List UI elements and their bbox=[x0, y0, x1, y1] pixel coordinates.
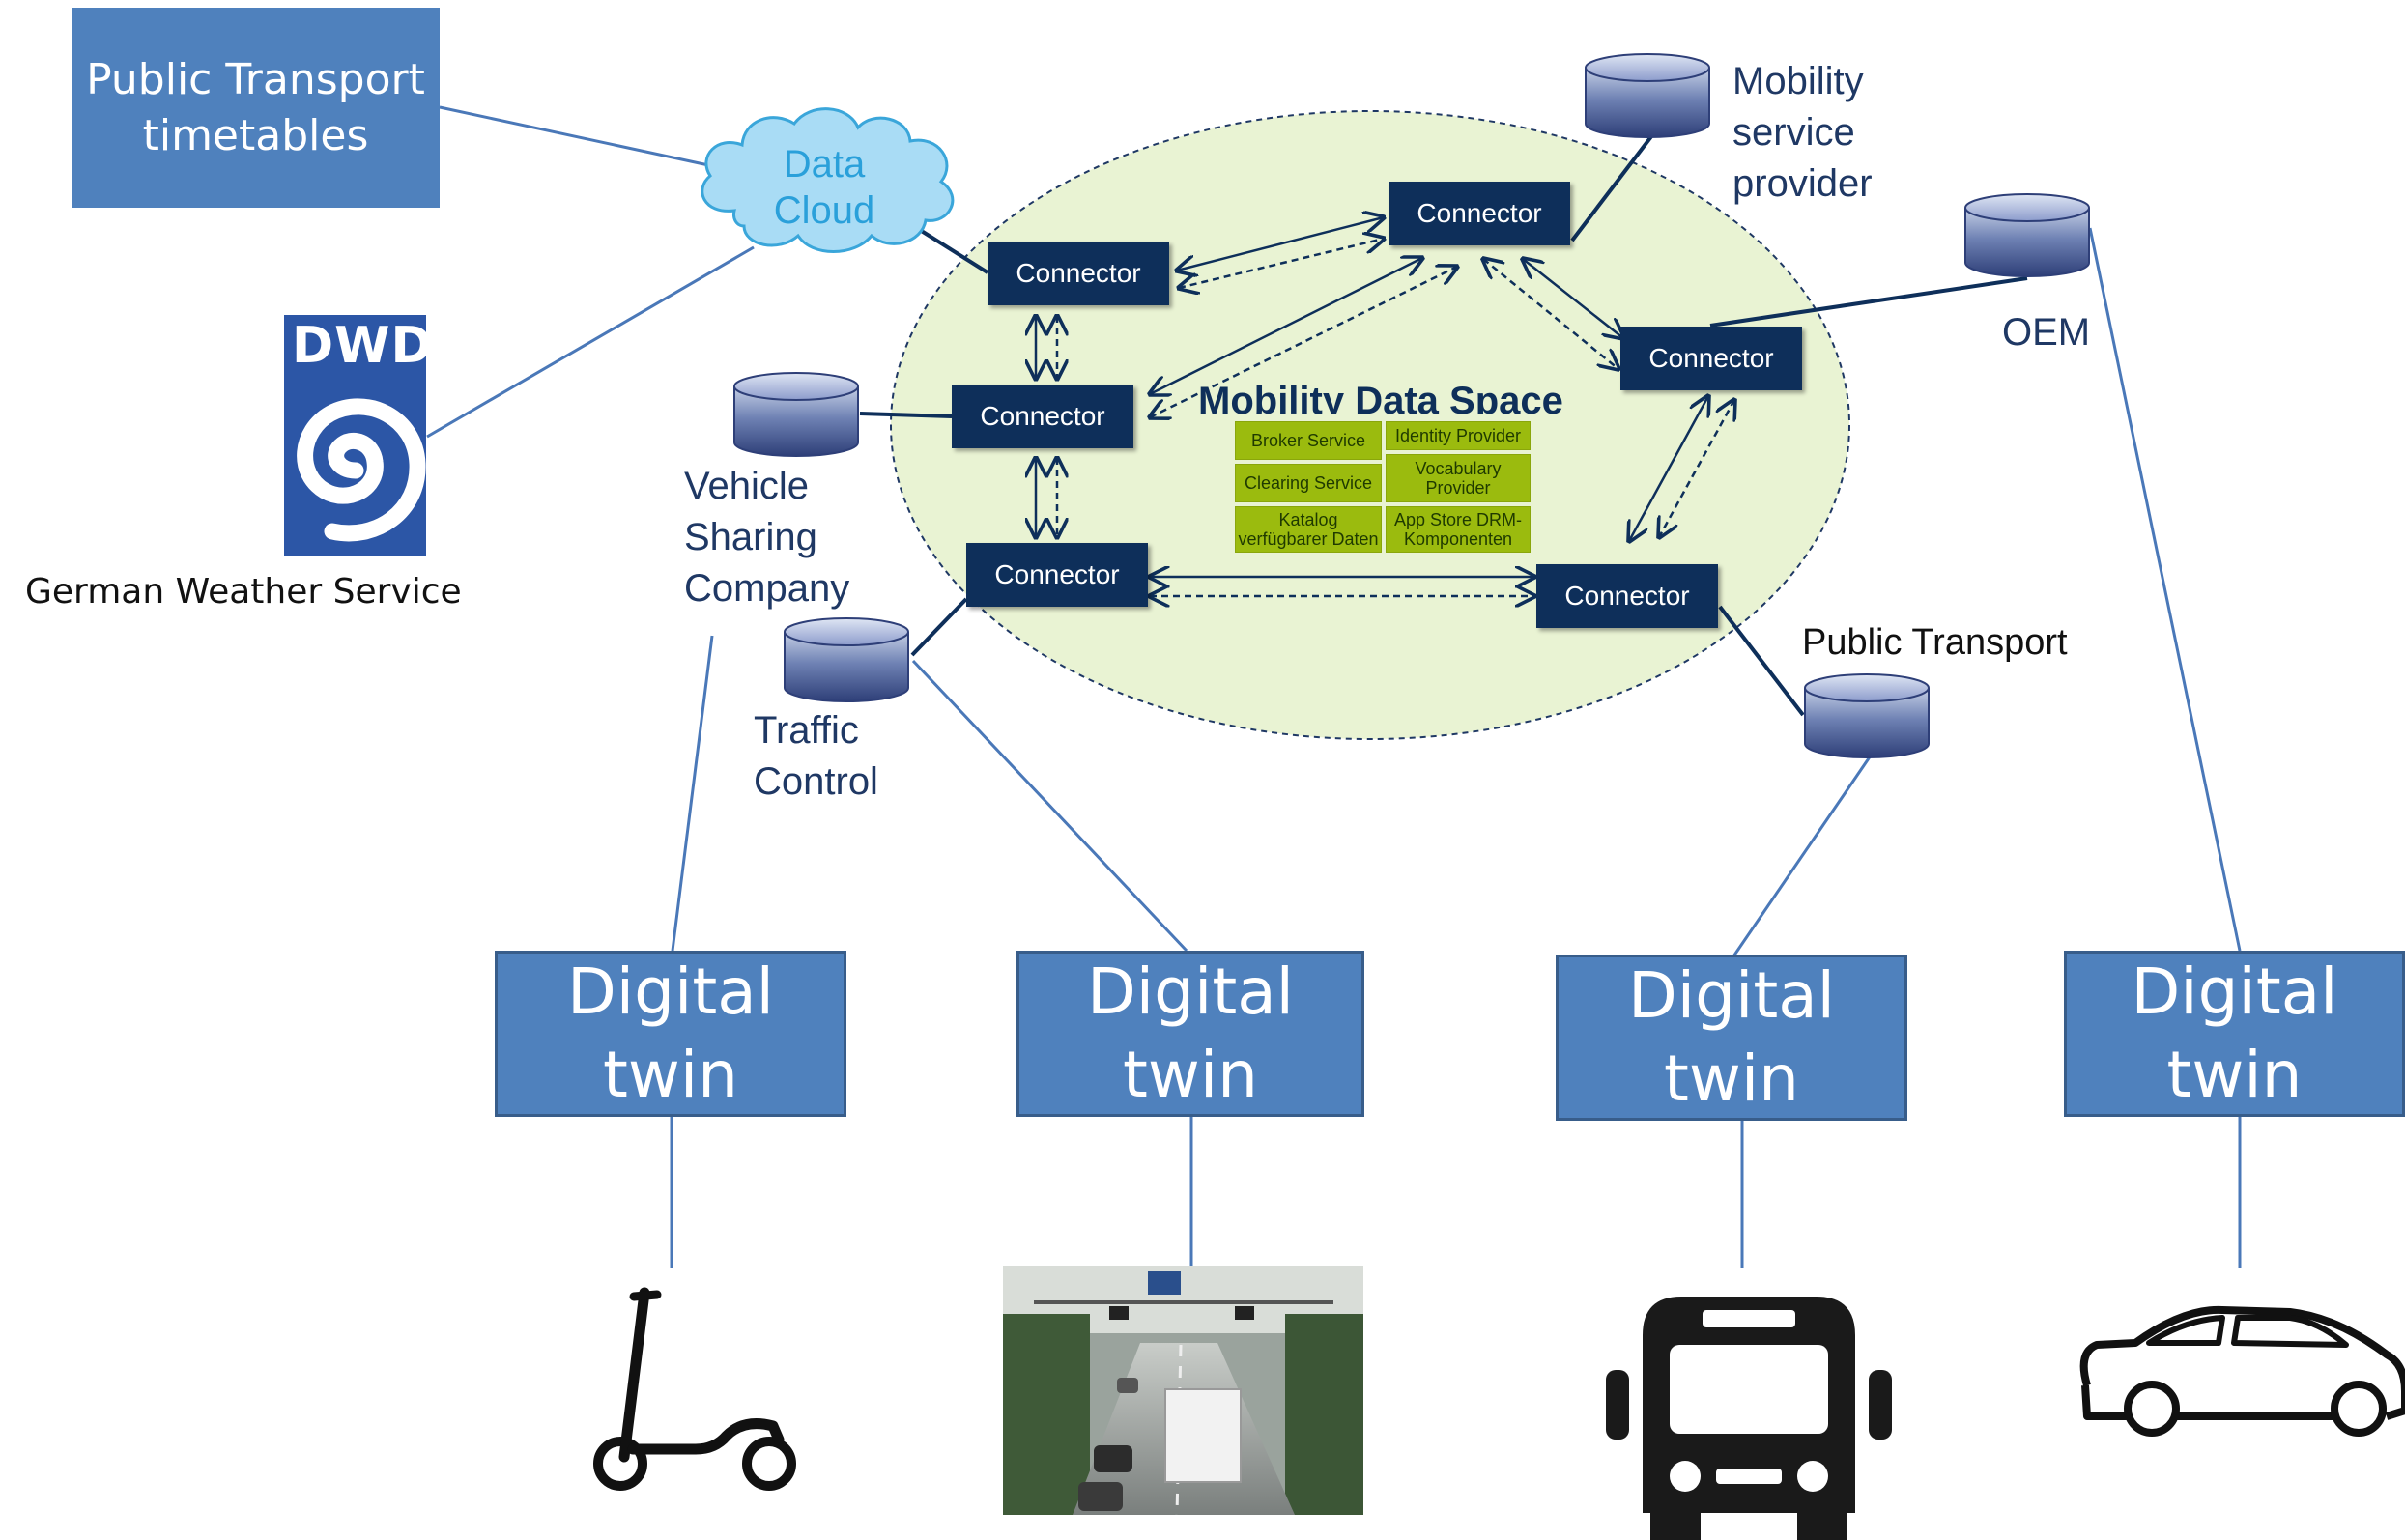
public-transport-timetables-box: Public Transport timetables bbox=[72, 8, 440, 208]
source-links bbox=[426, 105, 2242, 1268]
connector-public-transport: Connector bbox=[1536, 564, 1718, 628]
vehicle-sharing-company-label: Vehicle Sharing Company bbox=[684, 465, 850, 610]
german-weather-service-label: German Weather Service bbox=[25, 572, 462, 612]
connector-traffic-control: Connector bbox=[966, 543, 1148, 607]
connector-links bbox=[859, 133, 2028, 717]
service-clearing: Clearing Service bbox=[1235, 464, 1382, 502]
dwd-logo-text: DWD bbox=[292, 317, 434, 375]
cloud-icon bbox=[701, 107, 955, 253]
connector-cloud: Connector bbox=[988, 242, 1169, 305]
public-transport-label: Public Transport bbox=[1802, 622, 2068, 663]
database-icon bbox=[784, 617, 909, 702]
connector-vehicle-sharing: Connector bbox=[952, 385, 1133, 448]
mobility-data-space-title: Mobility Data Space bbox=[1198, 381, 1563, 414]
database-icon bbox=[1804, 673, 1930, 758]
car-icon bbox=[2079, 1305, 2405, 1437]
service-app-store: App Store DRM- Komponenten bbox=[1386, 506, 1531, 553]
oem-label: OEM bbox=[2002, 311, 2091, 354]
database-icon bbox=[733, 372, 859, 457]
data-cloud-label: Data Cloud bbox=[773, 143, 875, 232]
bus-icon bbox=[1606, 1297, 1892, 1540]
database-icon bbox=[1585, 53, 1710, 138]
e-scooter-icon bbox=[593, 1287, 796, 1491]
digital-twin-scooter: Digital twin bbox=[495, 951, 846, 1117]
connector-oem: Connector bbox=[1620, 327, 1802, 390]
highway-photo bbox=[1003, 1266, 1363, 1516]
digital-twin-car: Digital twin bbox=[2064, 951, 2405, 1117]
service-vocabulary-provider: Vocabulary Provider bbox=[1386, 454, 1531, 502]
digital-twin-bus: Digital twin bbox=[1556, 955, 1907, 1121]
service-katalog: Katalog verfügbarer Daten bbox=[1235, 506, 1382, 553]
traffic-control-label: Traffic Control bbox=[754, 709, 878, 803]
service-identity-provider: Identity Provider bbox=[1386, 421, 1531, 450]
service-broker: Broker Service bbox=[1235, 421, 1382, 460]
database-icon bbox=[1964, 193, 2090, 277]
mobility-service-provider-label: Mobility service provider bbox=[1732, 60, 1873, 205]
connector-mobility-service: Connector bbox=[1389, 182, 1570, 245]
digital-twin-traffic: Digital twin bbox=[1016, 951, 1364, 1117]
connector-arrows bbox=[1036, 217, 1734, 596]
